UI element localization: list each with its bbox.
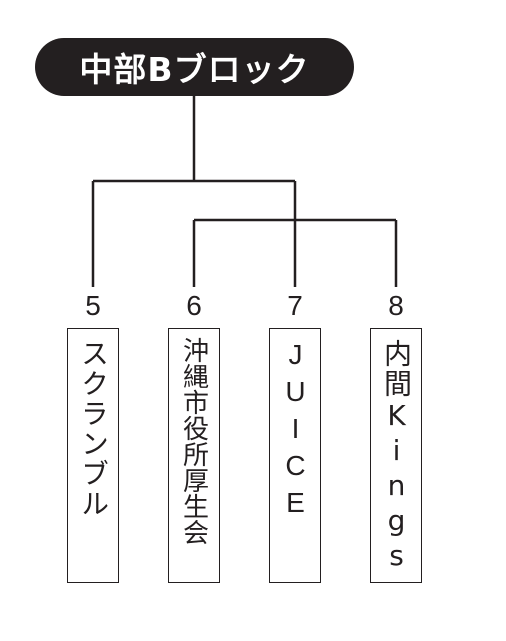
block-title-badge: 中部Bブロック: [35, 38, 354, 96]
team-name: スクランブル: [77, 339, 110, 519]
team-box-8: 内間Kings: [370, 328, 422, 583]
team-box-7: JUICE: [269, 328, 321, 583]
block-title: 中部Bブロック: [79, 50, 310, 89]
seed-number-8: 8: [388, 290, 404, 321]
team-name: JUICE: [280, 339, 311, 524]
team-box-5: スクランブル: [67, 328, 119, 583]
seed-number-7: 7: [287, 290, 303, 321]
seed-number-6: 6: [186, 290, 202, 321]
team-name: 内間Kings: [380, 339, 413, 574]
seed-number-5: 5: [85, 290, 101, 321]
team-box-6: 沖縄市役所厚生会: [168, 328, 220, 583]
team-name: 沖縄市役所厚生会: [178, 337, 209, 545]
